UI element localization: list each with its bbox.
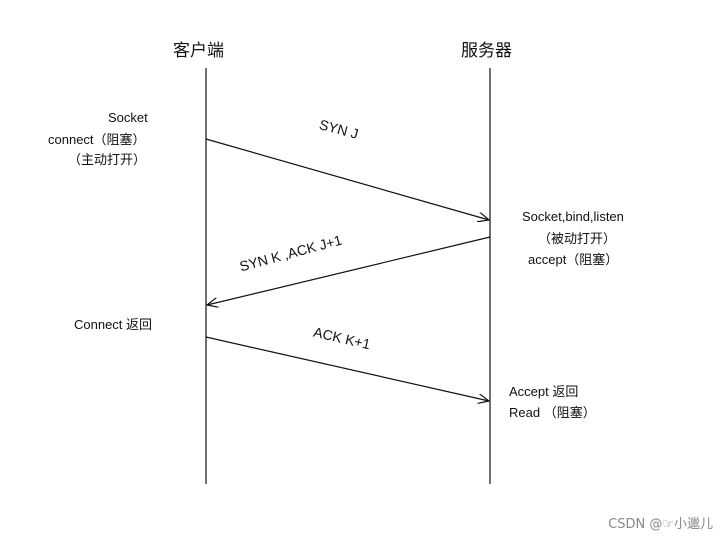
client-socket-label: Socket: [108, 110, 148, 125]
client-header: 客户端: [173, 41, 224, 61]
syn-ack-arrow: [207, 236, 491, 305]
syn-arrow: [205, 138, 489, 220]
watermark: CSDN @☞小邋儿: [608, 517, 713, 532]
client-connect-label: connect（阻塞）: [48, 132, 146, 147]
server-accept-return-label: Accept 返回: [509, 384, 579, 399]
server-accept-label: accept（阻塞）: [528, 252, 619, 267]
client-connect-return-label: Connect 返回: [74, 317, 153, 332]
ack-arrow: [205, 336, 489, 401]
server-read-label: Read （阻塞）: [509, 405, 596, 420]
client-active-open-label: （主动打开）: [68, 152, 147, 167]
server-passive-open-label: （被动打开）: [538, 231, 617, 246]
server-socket-bind-listen-label: Socket,bind,listen: [522, 209, 624, 224]
server-header: 服务器: [461, 41, 512, 61]
